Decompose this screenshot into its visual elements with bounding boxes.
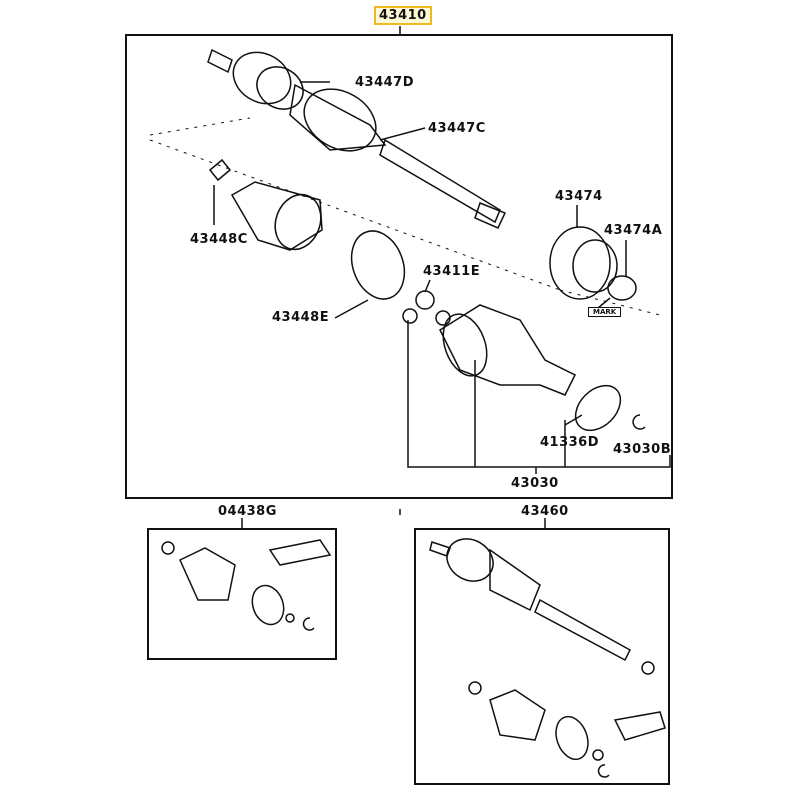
part-label-43447D[interactable]: 43447D bbox=[355, 75, 415, 90]
part-label-43448C[interactable]: 43448C bbox=[190, 232, 248, 247]
part-label-43448E[interactable]: 43448E bbox=[272, 310, 330, 325]
part-label-43460[interactable]: 43460 bbox=[521, 504, 569, 519]
part-label-43410[interactable]: 43410 bbox=[374, 6, 432, 25]
part-label-43447C[interactable]: 43447C bbox=[428, 121, 486, 136]
driveshaft-assembly-drawing bbox=[207, 48, 507, 229]
mark-tag: MARK bbox=[588, 307, 622, 317]
part-label-04438G[interactable]: 04438G bbox=[218, 504, 277, 519]
part-label-43474[interactable]: 43474 bbox=[555, 189, 603, 204]
boot-kit-frame bbox=[147, 528, 337, 660]
part-label-43030[interactable]: 43030 bbox=[511, 476, 559, 491]
main-assembly-frame bbox=[125, 34, 673, 499]
part-label-43030B[interactable]: 43030B bbox=[613, 442, 672, 457]
part-label-41336D[interactable]: 41336D bbox=[540, 435, 600, 450]
part-label-43474A[interactable]: 43474A bbox=[604, 223, 663, 238]
shaft-kit-frame bbox=[414, 528, 670, 785]
part-label-43411E[interactable]: 43411E bbox=[423, 264, 481, 279]
